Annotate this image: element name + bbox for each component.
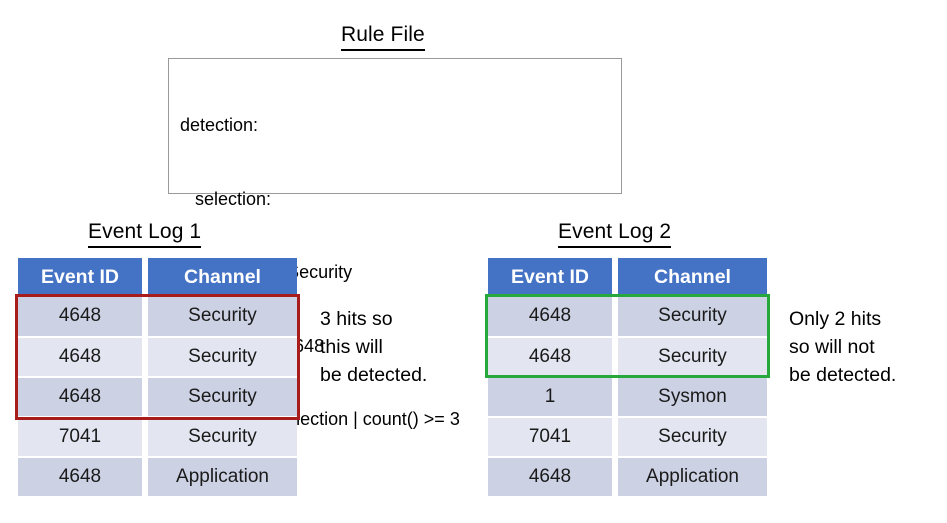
table-row[interactable]: 4648 Security xyxy=(488,296,767,336)
annotation-log-1-line-2: this will xyxy=(320,336,383,358)
cell-channel: Security xyxy=(148,416,297,456)
rule-file-box xyxy=(168,58,622,194)
table-row[interactable]: 4648 Application xyxy=(488,456,767,496)
column-header-channel: Channel xyxy=(148,258,297,296)
column-gap xyxy=(142,416,148,456)
table-row[interactable]: 7041 Security xyxy=(488,416,767,456)
column-gap xyxy=(142,456,148,496)
cell-event-id: 4648 xyxy=(18,336,142,376)
column-gap xyxy=(612,296,618,336)
column-gap xyxy=(142,296,148,336)
table-row[interactable]: 4648 Application xyxy=(18,456,297,496)
rule-line-detection: detection: xyxy=(180,115,259,135)
column-gap xyxy=(612,376,618,416)
rule-file-title: Rule File xyxy=(341,22,425,51)
table-row[interactable]: 4648 Security xyxy=(18,376,297,416)
column-gap xyxy=(612,416,618,456)
cell-channel: Security xyxy=(148,336,297,376)
cell-event-id: 4648 xyxy=(18,456,142,496)
event-log-2-title-text: Event Log 2 xyxy=(558,219,672,248)
annotation-log-2-line-2: so will not xyxy=(789,336,875,358)
column-gap xyxy=(142,258,148,296)
cell-event-id: 4648 xyxy=(488,336,612,376)
table-row[interactable]: 7041 Security xyxy=(18,416,297,456)
cell-event-id: 1 xyxy=(488,376,612,416)
column-gap xyxy=(142,336,148,376)
cell-channel: Security xyxy=(618,336,767,376)
cell-channel: Sysmon xyxy=(618,376,767,416)
column-gap xyxy=(612,456,618,496)
annotation-log-2-line-3: be detected. xyxy=(789,364,897,386)
table-row[interactable]: 1 Sysmon xyxy=(488,376,767,416)
event-log-1-title-text: Event Log 1 xyxy=(88,219,202,248)
column-header-channel: Channel xyxy=(618,258,767,296)
table-row[interactable]: 4648 Security xyxy=(18,296,297,336)
annotation-log-1: 3 hits so this will be detected. xyxy=(320,305,427,389)
event-log-1-title: Event Log 1 xyxy=(88,219,202,248)
rule-line-selection: selection: xyxy=(180,188,272,209)
annotation-log-2-line-1: Only 2 hits xyxy=(789,308,882,330)
event-log-2-title: Event Log 2 xyxy=(558,219,672,248)
cell-event-id: 7041 xyxy=(18,416,142,456)
annotation-log-2: Only 2 hits so will not be detected. xyxy=(789,305,896,389)
event-log-1-table: Event ID Channel 4648 Security 4648 Secu… xyxy=(18,258,297,496)
cell-channel: Security xyxy=(148,376,297,416)
column-gap xyxy=(612,336,618,376)
column-gap xyxy=(142,376,148,416)
column-header-event-id: Event ID xyxy=(488,258,612,296)
annotation-log-1-line-1: 3 hits so xyxy=(320,308,393,330)
cell-channel: Security xyxy=(148,296,297,336)
cell-event-id: 4648 xyxy=(488,296,612,336)
cell-channel: Application xyxy=(618,456,767,496)
rule-file-title-text: Rule File xyxy=(341,22,425,51)
column-gap xyxy=(612,258,618,296)
table-row[interactable]: 4648 Security xyxy=(18,336,297,376)
cell-event-id: 4648 xyxy=(18,376,142,416)
cell-event-id: 4648 xyxy=(18,296,142,336)
table-header-row: Event ID Channel xyxy=(488,258,767,296)
cell-channel: Application xyxy=(148,456,297,496)
cell-channel: Security xyxy=(618,296,767,336)
cell-channel: Security xyxy=(618,416,767,456)
annotation-log-1-line-3: be detected. xyxy=(320,364,428,386)
table-row[interactable]: 4648 Security xyxy=(488,336,767,376)
event-log-2-table: Event ID Channel 4648 Security 4648 Secu… xyxy=(488,258,767,496)
table-header-row: Event ID Channel xyxy=(18,258,297,296)
cell-event-id: 7041 xyxy=(488,416,612,456)
column-header-event-id: Event ID xyxy=(18,258,142,296)
cell-event-id: 4648 xyxy=(488,456,612,496)
